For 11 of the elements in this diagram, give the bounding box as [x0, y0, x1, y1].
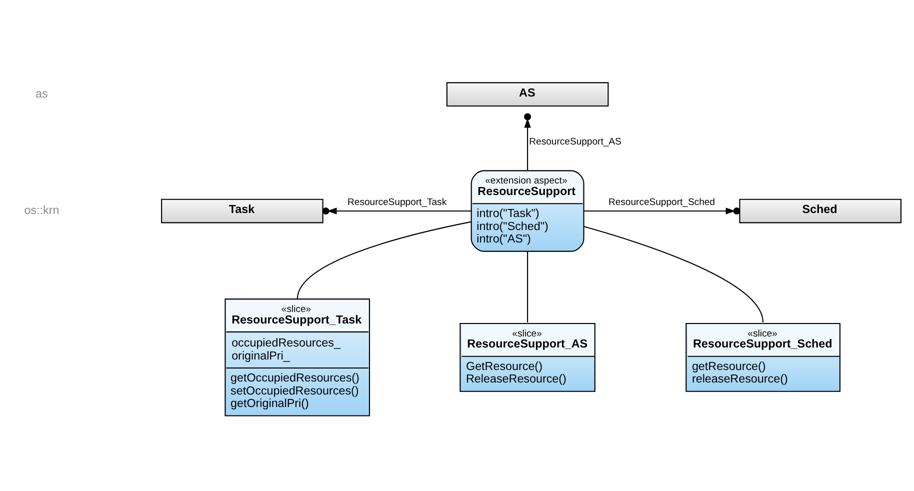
connector [584, 226, 764, 323]
connector [296, 221, 472, 300]
edge-label: ResourceSupport_Sched [608, 196, 715, 208]
arrow [322, 208, 472, 215]
connector [527, 251, 528, 322]
arrow [524, 113, 532, 170]
edge-label: ResourceSupport_AS [529, 136, 622, 148]
arrow [584, 208, 740, 215]
edge-label: ResourceSupport_Task [348, 196, 447, 208]
label: os::krn [24, 204, 60, 217]
label: as [36, 87, 48, 100]
